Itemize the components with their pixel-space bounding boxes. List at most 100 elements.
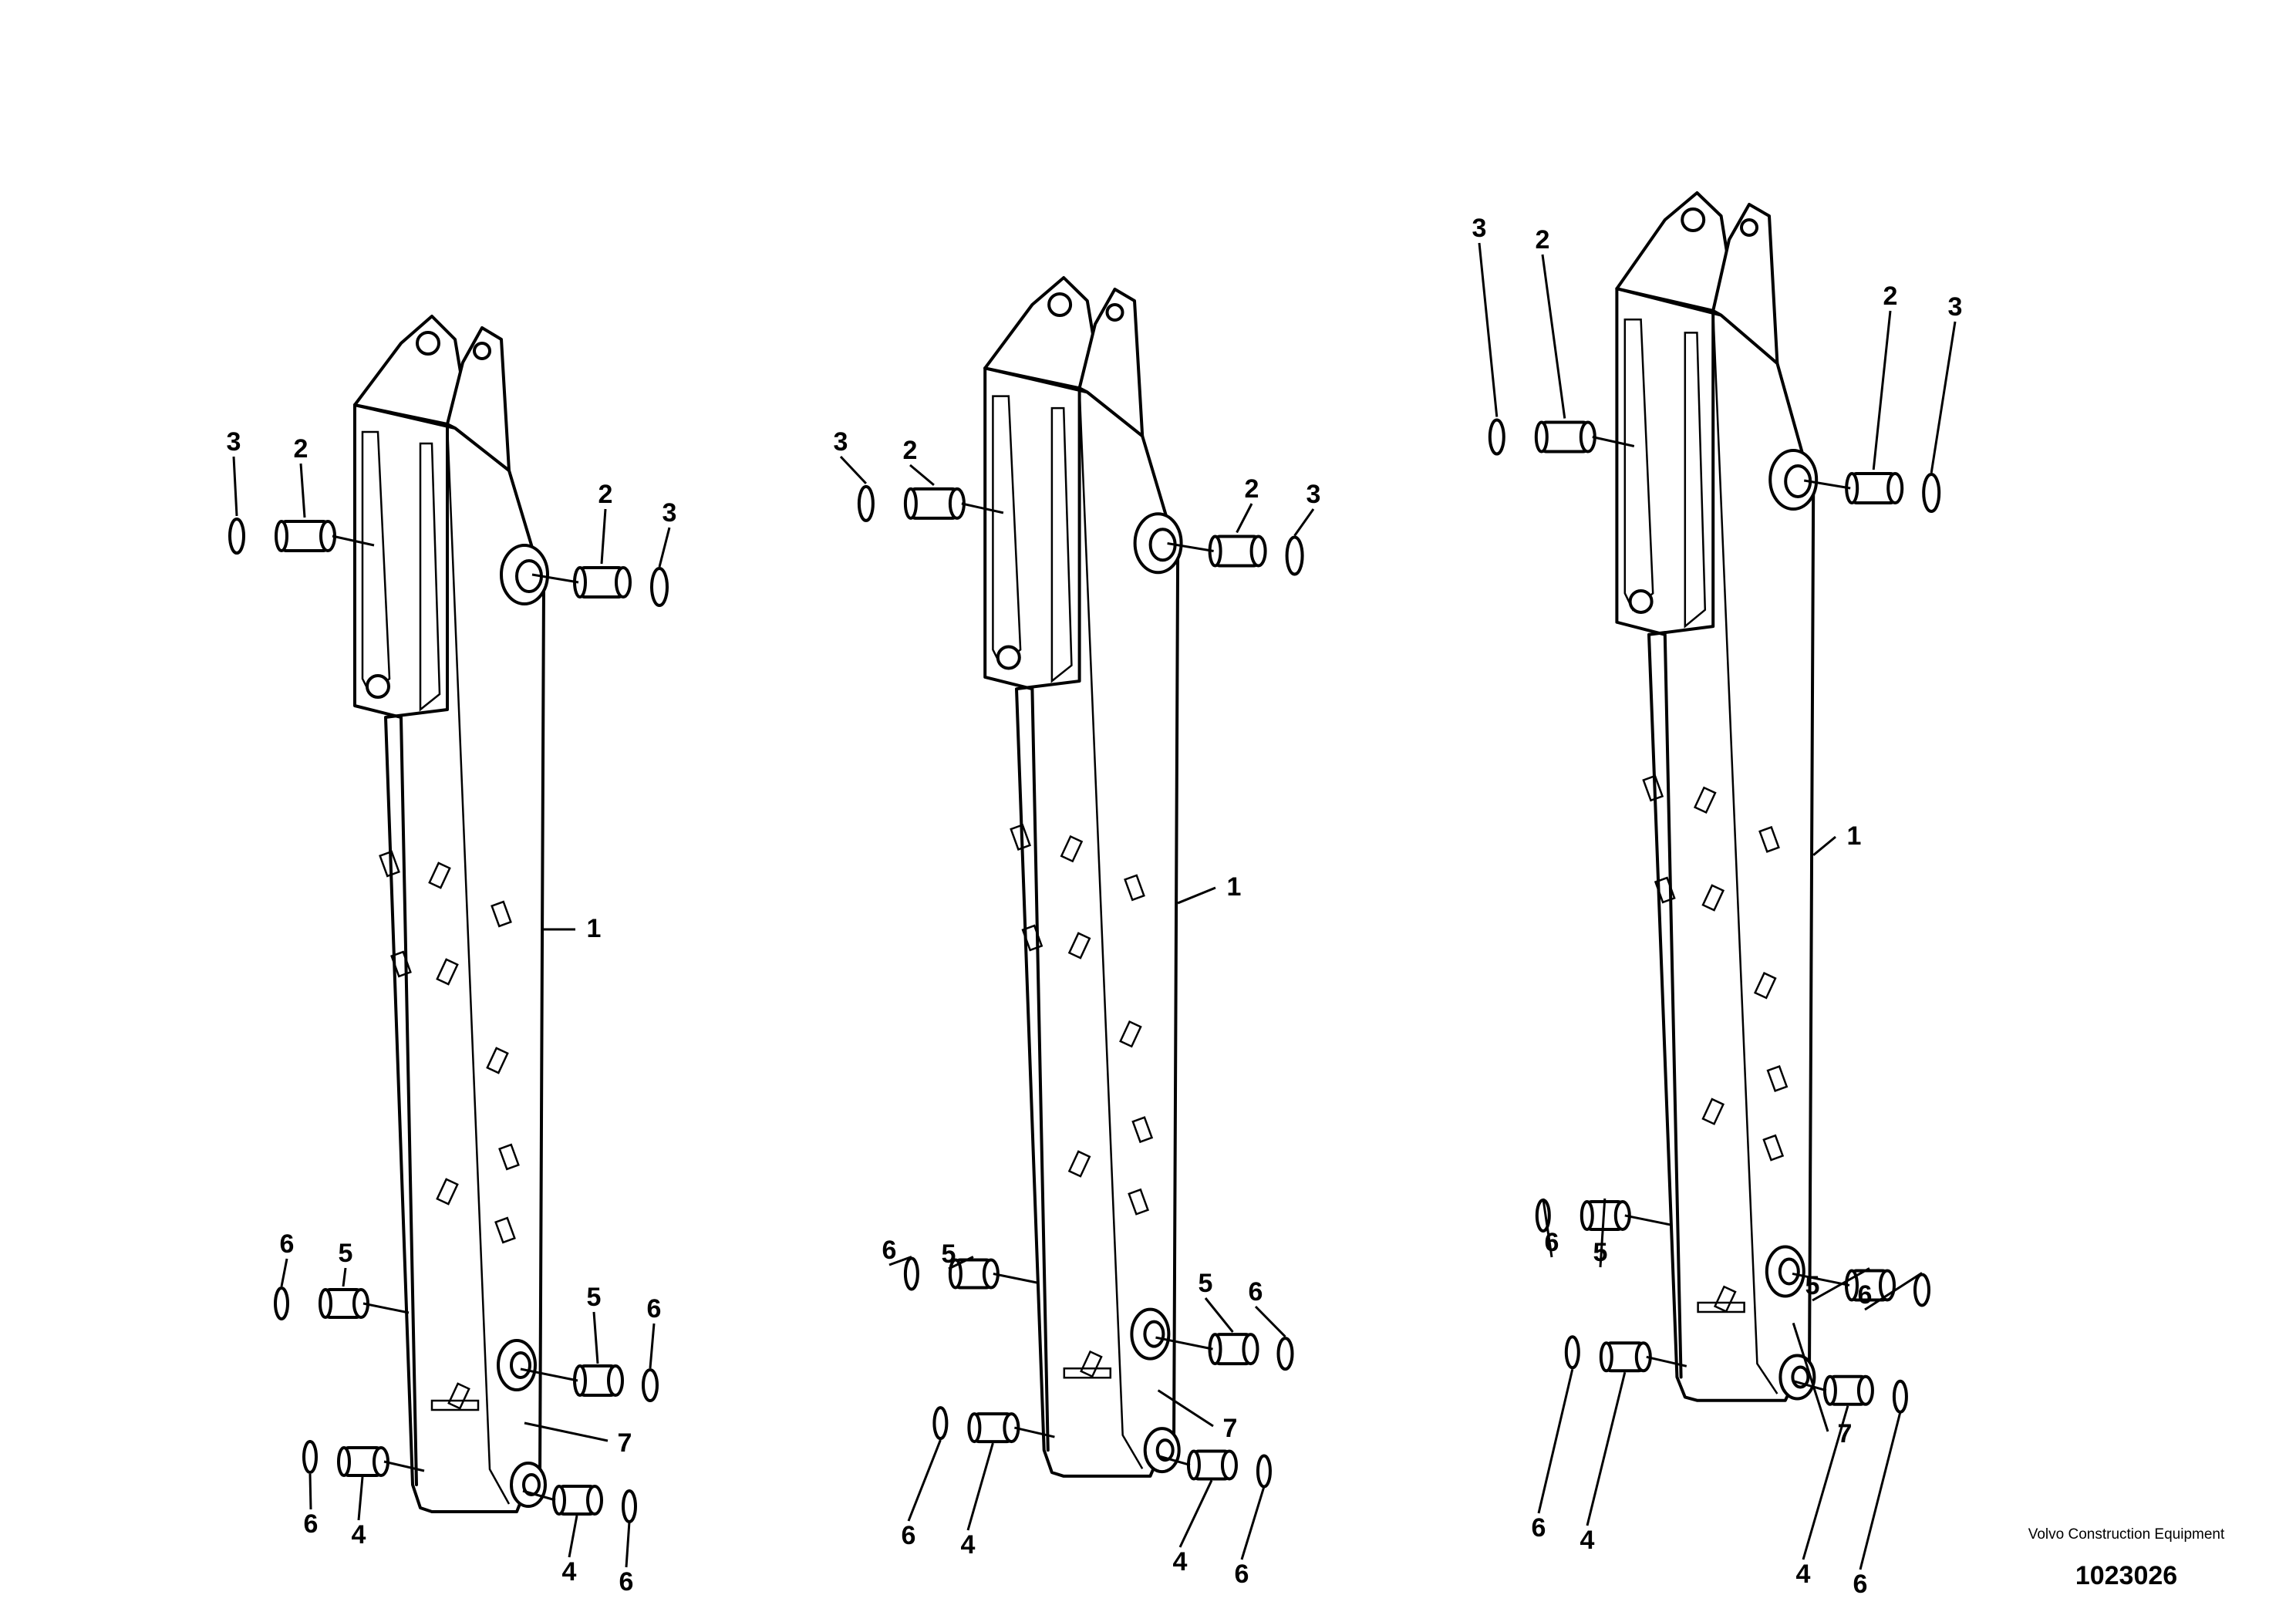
callout-ring_left: 3 — [1472, 214, 1487, 243]
callout-bushing_mid_right: 5 — [1805, 1271, 1820, 1300]
callout-leader-ring_right — [1293, 508, 1315, 537]
leader-upper-right — [1167, 542, 1214, 552]
bushing-mid-right — [1208, 1333, 1259, 1366]
callout-leader-bushing_right — [1872, 310, 1892, 470]
leader-upper-left — [961, 502, 1004, 514]
boom-body — [353, 403, 545, 1513]
ring-upper-left — [1488, 418, 1505, 456]
seal-low-right — [1892, 1379, 1908, 1414]
callout-leader-seal_mid_right — [1254, 1305, 1286, 1338]
callout-bushing_right: 2 — [598, 480, 613, 509]
boom-front-edge — [353, 403, 418, 1486]
callout-grease: 7 — [1223, 1414, 1238, 1443]
bushing-upper-left — [1534, 420, 1596, 454]
boom-body — [1615, 287, 1816, 1402]
callout-seal_mid_left: 6 — [1545, 1228, 1559, 1257]
callout-leader-bushing_right — [1236, 503, 1253, 534]
bushing-low-left-back — [1599, 1341, 1613, 1373]
foot-boss-bore — [522, 1473, 541, 1496]
lug-right — [1050, 406, 1073, 683]
callout-leader-seal_mid_right — [1864, 1272, 1923, 1311]
callout-leader-bushing_low_left — [1586, 1371, 1627, 1526]
callout-seal_mid_left: 6 — [882, 1236, 897, 1265]
callout-seal_low_right: 6 — [619, 1567, 634, 1597]
weld-pad — [1713, 1285, 1737, 1313]
leader-low-right — [1157, 1454, 1191, 1466]
weld-pad — [491, 900, 512, 928]
weld-pad — [1080, 1350, 1103, 1378]
weld-pad — [1753, 972, 1777, 1000]
ring-upper-right — [650, 567, 669, 607]
callout-body: 1 — [587, 914, 602, 943]
bushing-low-left — [337, 1446, 389, 1477]
leader-low-right — [1793, 1380, 1827, 1392]
callout-leader-bushing_mid_right — [592, 1311, 599, 1364]
callout-leader-ring_right — [1930, 321, 1957, 474]
callout-leader-bushing_mid_right — [1204, 1297, 1234, 1334]
weld-pad — [1124, 874, 1145, 902]
callout-leader-bushing_mid_left — [342, 1267, 347, 1287]
foot-boss-bore — [1155, 1438, 1175, 1462]
weld-pad — [1758, 825, 1780, 853]
top-fork-right — [1711, 203, 1779, 366]
callout-leader-grease — [524, 1421, 609, 1442]
callout-bushing_left: 2 — [294, 434, 308, 464]
bushing-low-right-face — [586, 1485, 603, 1516]
callout-grease: 7 — [618, 1428, 632, 1458]
callout-body: 1 — [1227, 872, 1242, 902]
callout-leader-bushing_mid_left — [1599, 1198, 1607, 1268]
callout-leader-bushing_left — [1541, 254, 1566, 419]
bushing-low-left-back — [337, 1446, 351, 1477]
top-fork-right — [1077, 288, 1145, 438]
weld-pad — [1693, 786, 1717, 814]
lower-boss-bore — [510, 1351, 531, 1379]
boom-front-edge — [983, 366, 1050, 1452]
bushing-low-right-back — [1186, 1449, 1201, 1481]
bushing-low-right-face — [1220, 1449, 1238, 1481]
callout-body: 1 — [1847, 821, 1862, 851]
weld-pad — [379, 850, 400, 878]
weld-pad — [1119, 1020, 1142, 1048]
weld-pad — [1654, 876, 1676, 904]
callout-leader-seal_mid_right — [649, 1323, 656, 1369]
weld-pad — [1010, 823, 1032, 851]
bushing-low-left — [1599, 1341, 1652, 1373]
callout-bushing_mid_left: 5 — [1593, 1238, 1608, 1267]
callout-bushing_low_right: 4 — [562, 1557, 577, 1587]
bushing-mid-left-back — [1580, 1199, 1594, 1231]
bushing-mid-left — [319, 1288, 369, 1319]
bushing-mid-right-face — [1242, 1333, 1259, 1366]
top-bolt — [1740, 218, 1758, 237]
callout-leader-seal_mid_left — [888, 1256, 912, 1266]
top-pin-hole — [1047, 292, 1073, 317]
weld-pad — [1642, 774, 1664, 802]
weld-pad — [1060, 835, 1084, 863]
bushing-low-right — [1822, 1374, 1874, 1406]
lug-hole — [996, 645, 1021, 670]
callout-leader-seal_low_right — [625, 1521, 631, 1568]
leader-mid-right — [1792, 1272, 1850, 1286]
weld-pad — [1131, 1116, 1154, 1144]
bushing-upper-right — [1208, 534, 1267, 568]
weld-pad — [486, 1047, 509, 1074]
callout-seal_mid_right: 6 — [1249, 1277, 1263, 1307]
seal-low-right — [622, 1489, 637, 1523]
weld-pad — [1762, 1134, 1785, 1162]
callout-leader-ring_left — [232, 456, 238, 517]
bushing-low-right — [1186, 1449, 1238, 1481]
seal-mid-right — [1276, 1337, 1294, 1371]
leader-low-right — [522, 1489, 556, 1502]
bushing-upper-right-face — [1886, 471, 1904, 504]
leader-mid-left — [1624, 1214, 1671, 1226]
leader-mid-right — [1155, 1336, 1213, 1351]
weld-pad — [1701, 884, 1725, 912]
bushing-mid-right — [1845, 1269, 1896, 1302]
leader-mid-right — [520, 1367, 578, 1382]
callout-leader-seal_mid_left — [1542, 1198, 1553, 1258]
leader-low-left — [383, 1460, 425, 1472]
bushing-upper-right — [573, 566, 632, 599]
